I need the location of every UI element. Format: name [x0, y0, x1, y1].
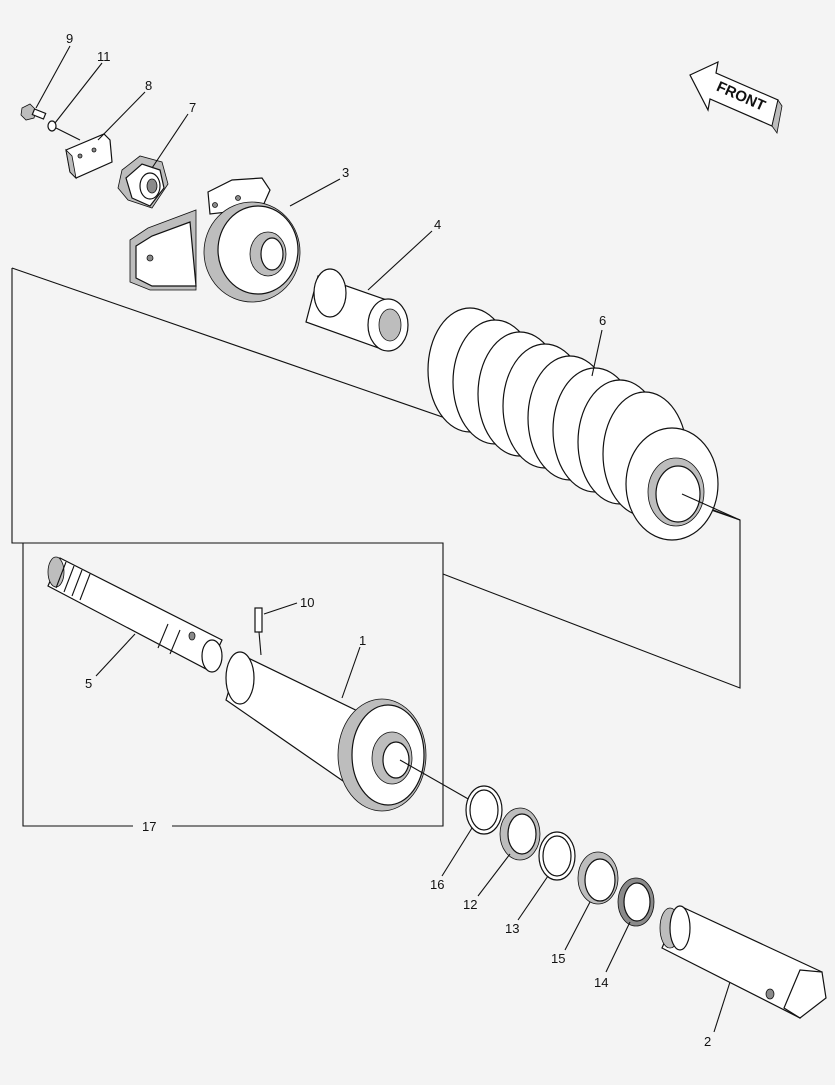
callout-11: 11 — [97, 49, 111, 64]
callout-13: 13 — [505, 921, 519, 936]
roll-pin-part-icon — [254, 607, 263, 656]
group-17-box — [22, 542, 444, 827]
callout-labels: 9 11 8 7 3 4 6 10 1 5 17 16 12 13 15 14 … — [66, 31, 711, 1049]
callout-6: 6 — [599, 313, 606, 328]
washer-part-icon — [47, 120, 57, 132]
callout-10: 10 — [300, 595, 314, 610]
callout-12: 12 — [463, 897, 477, 912]
seal-ring-13-icon — [538, 831, 576, 881]
idler-bracket-part-icon — [129, 177, 301, 303]
callout-1: 1 — [359, 633, 366, 648]
seal-ring-12-icon — [499, 807, 541, 861]
bushing-part-icon — [305, 268, 409, 352]
assembly-frame-outline — [11, 268, 23, 544]
callout-17: 17 — [142, 819, 156, 834]
callout-3: 3 — [342, 165, 349, 180]
bracket-part-icon — [65, 133, 113, 180]
seal-ring-16-icon — [465, 785, 503, 835]
seal-ring-14-icon — [617, 877, 655, 927]
callout-14: 14 — [594, 975, 608, 990]
callout-7: 7 — [189, 100, 196, 115]
callout-4: 4 — [434, 217, 441, 232]
callout-2: 2 — [704, 1034, 711, 1049]
callout-9: 9 — [66, 31, 73, 46]
shaft-part-icon — [47, 556, 223, 673]
recoil-spring-part-icon — [427, 307, 741, 541]
piston-part-icon — [225, 651, 471, 812]
leader-lines — [35, 45, 731, 1033]
callout-8: 8 — [145, 78, 152, 93]
seal-ring-15-icon — [577, 851, 619, 905]
nut-part-icon — [117, 155, 169, 209]
cylinder-rod-part-icon — [659, 905, 827, 1019]
frame-line-right — [442, 504, 741, 689]
bolt-part-icon — [20, 103, 47, 121]
callout-15: 15 — [551, 951, 565, 966]
callout-16: 16 — [430, 877, 444, 892]
callout-5: 5 — [85, 676, 92, 691]
front-arrow-icon: FRONT — [689, 60, 783, 134]
